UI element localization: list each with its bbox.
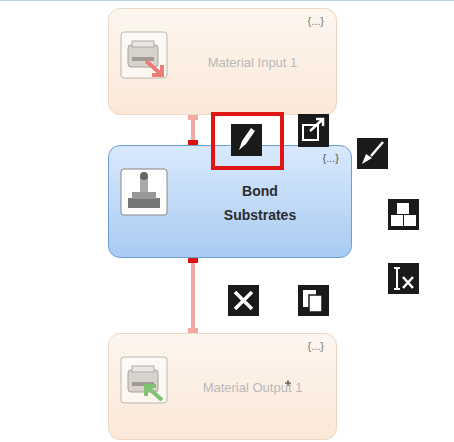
copy-icon <box>298 285 329 316</box>
top-rule <box>0 0 454 1</box>
process-icon <box>120 168 168 216</box>
parameter-badge: {...} <box>307 340 324 352</box>
node-title: Material Input 1 <box>208 55 298 70</box>
edit-icon <box>231 124 262 156</box>
node-title: Material Output 1 <box>203 380 303 395</box>
parameter-badge: {...} <box>307 15 324 27</box>
brush-icon <box>357 138 388 169</box>
material-icon <box>120 31 168 79</box>
node-title: Bond Substrates <box>205 179 315 227</box>
material-box: Material Output 1 {...} <box>108 333 337 440</box>
cubes-icon <box>388 199 419 230</box>
process-box: Bond Substrates {...} <box>108 145 352 258</box>
parameter-badge: {...} <box>322 152 339 164</box>
flow-connector <box>188 110 198 150</box>
material-box: Material Input 1 {...} <box>108 8 337 115</box>
flow-connector <box>188 253 198 338</box>
delete-icon <box>228 285 259 316</box>
open-icon <box>298 114 329 147</box>
clear-icon <box>388 263 419 294</box>
material-icon <box>120 356 168 404</box>
